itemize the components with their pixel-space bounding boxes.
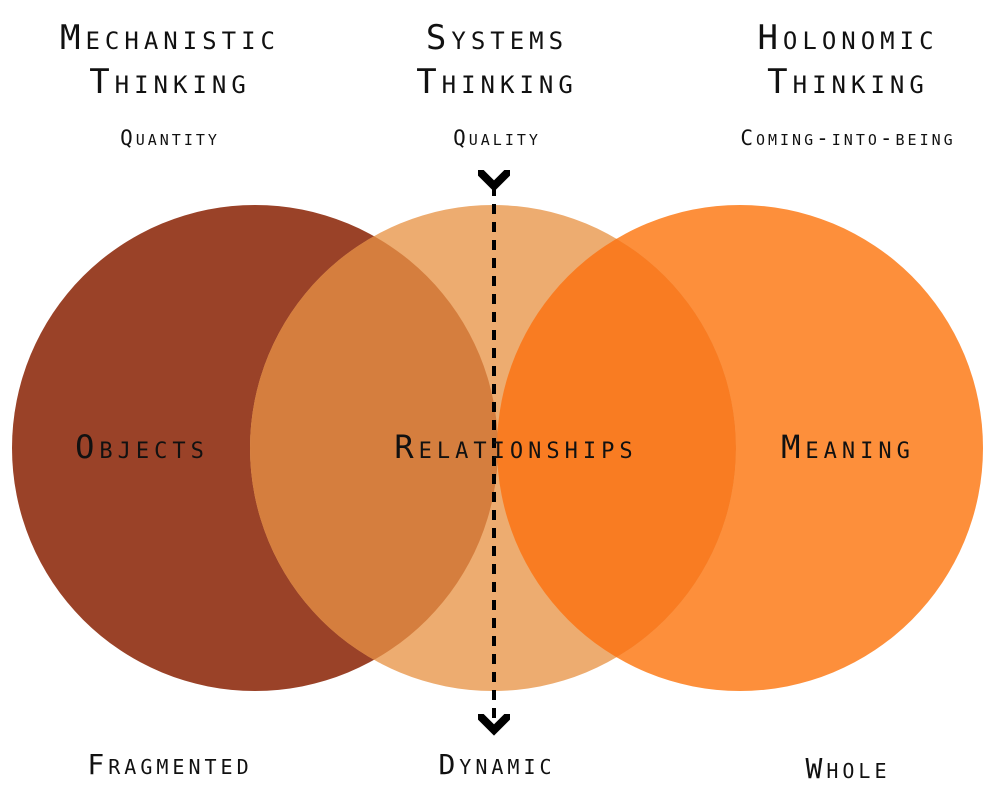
footer-whole: Whole — [805, 752, 891, 785]
footer-dynamic: Dynamic — [438, 748, 556, 781]
subheading-quality: Quality — [453, 126, 541, 150]
subheading-coming-into-being: Coming-into-being — [740, 126, 956, 150]
overlap-relationships-meaning — [497, 205, 736, 691]
subheading-quantity: Quantity — [120, 126, 220, 150]
label-relationships: Relationships — [394, 428, 638, 466]
footer-fragmented: Fragmented — [87, 748, 253, 781]
label-objects: Objects — [75, 428, 209, 466]
label-meaning: Meaning — [781, 428, 915, 466]
overlap-objects-relationships — [250, 205, 498, 691]
